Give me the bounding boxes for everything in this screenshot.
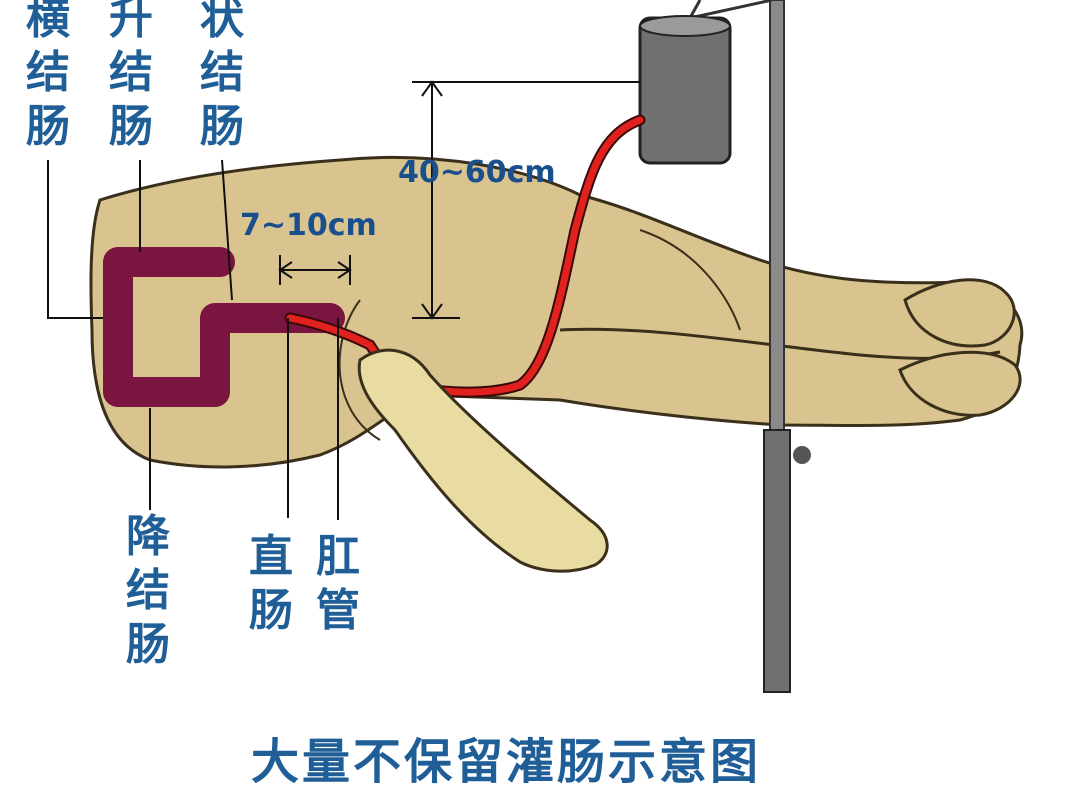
pole-clamp-knob xyxy=(793,446,811,464)
leader-lines xyxy=(47,159,339,520)
enema-container xyxy=(638,16,732,165)
label-transverse-colon: 横结肠 xyxy=(26,0,70,152)
label-anal-tube: 肛管 xyxy=(316,531,360,636)
foot-upper xyxy=(903,278,1016,348)
height-dimension xyxy=(412,80,640,320)
label-descending-colon: 降结肠 xyxy=(126,511,170,670)
nurse-arm xyxy=(357,348,609,573)
knee-line xyxy=(639,229,741,331)
depth-dimension xyxy=(278,255,352,285)
bag-height-label: 40~60cm xyxy=(398,155,556,190)
label-rectum: 直肠 xyxy=(249,531,293,636)
buttock-curve xyxy=(338,299,381,441)
enema-tube-red xyxy=(286,116,644,396)
container-rim xyxy=(639,15,731,37)
insert-depth-label: 7~10cm xyxy=(240,208,377,243)
iv-pole-base xyxy=(763,429,791,693)
label-ascending-colon: 升结肠 xyxy=(109,0,153,152)
colon xyxy=(103,247,345,407)
diagram-caption: 大量不保留灌肠示意图 xyxy=(250,734,761,790)
label-sigmoid-colon: 状结肠 xyxy=(200,0,244,152)
bag-hanger xyxy=(688,0,773,20)
foot-lower xyxy=(898,350,1022,417)
